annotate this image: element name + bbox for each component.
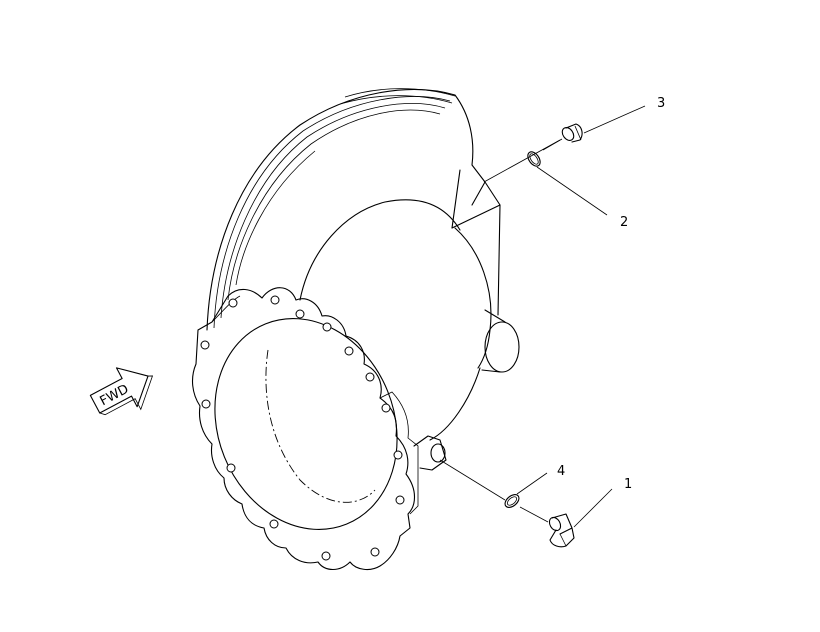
upper-fitting-assembly <box>483 105 646 183</box>
mounting-flange <box>191 287 447 571</box>
lower-fitting-assembly <box>439 459 575 548</box>
forward-direction-arrow: FWD <box>89 367 154 416</box>
callout-1: 1 <box>624 477 632 492</box>
callout-4: 4 <box>557 464 565 479</box>
callout-leaders <box>516 166 613 528</box>
fitting-plug-upper <box>561 123 583 143</box>
callout-2: 2 <box>620 215 628 230</box>
o-ring-lower <box>504 494 520 508</box>
plug-bolt-lower <box>548 513 575 548</box>
housing-shell <box>206 88 520 441</box>
callout-3: 3 <box>657 96 665 111</box>
o-ring-upper <box>527 151 541 167</box>
flange-bolt-holes <box>200 295 405 561</box>
